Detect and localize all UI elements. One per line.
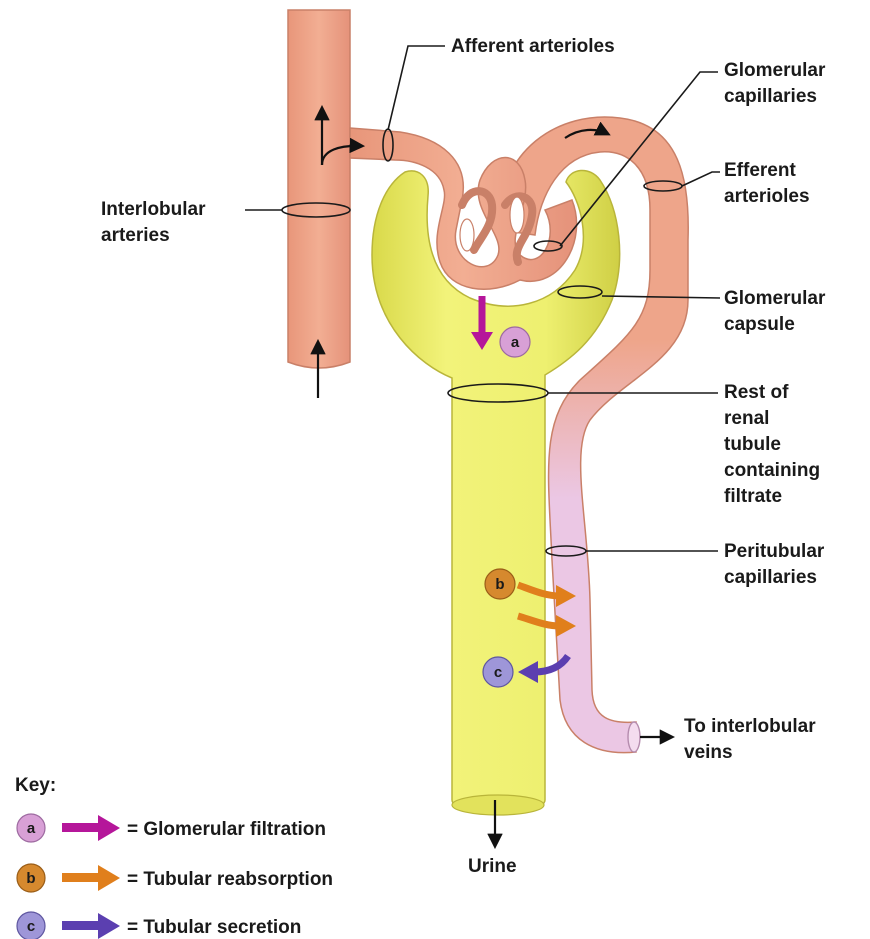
badge-c: c xyxy=(483,657,513,687)
label-glomerular-capillaries: Glomerular capillaries xyxy=(724,60,831,107)
label-to-veins: To interlobular veins xyxy=(684,716,821,763)
key-item-filtration: a = Glomerular filtration xyxy=(17,814,326,842)
interlobular-artery xyxy=(288,10,350,368)
label-urine: Urine xyxy=(468,856,517,877)
svg-text:a: a xyxy=(27,820,36,837)
label-afferent: Afferent arterioles xyxy=(451,36,615,57)
label-efferent: Efferent arterioles xyxy=(724,160,810,207)
badge-a: a xyxy=(500,327,530,357)
key-item-reabsorption: b = Tubular reabsorption xyxy=(17,864,333,892)
svg-text:b: b xyxy=(26,870,35,887)
label-rest-of-tubule: Rest of renal tubule containing filtrate xyxy=(724,382,825,507)
label-glomerular-capsule: Glomerular capsule xyxy=(724,288,831,335)
svg-text:c: c xyxy=(494,664,502,681)
svg-text:c: c xyxy=(27,918,35,935)
badge-b: b xyxy=(485,569,515,599)
label-interlobular-arteries: Interlobular arteries xyxy=(101,199,211,246)
svg-text:= Tubular secretion: = Tubular secretion xyxy=(127,917,301,938)
key: Key: a = Glomerular filtration b = Tubul… xyxy=(15,775,333,939)
key-title: Key: xyxy=(15,775,56,796)
svg-text:= Glomerular filtration: = Glomerular filtration xyxy=(127,819,326,840)
label-peritubular: Peritubular capillaries xyxy=(724,541,830,588)
key-item-secretion: c = Tubular secretion xyxy=(17,912,301,939)
svg-text:a: a xyxy=(511,334,520,351)
svg-text:= Tubular reabsorption: = Tubular reabsorption xyxy=(127,869,333,890)
svg-text:b: b xyxy=(495,576,504,593)
